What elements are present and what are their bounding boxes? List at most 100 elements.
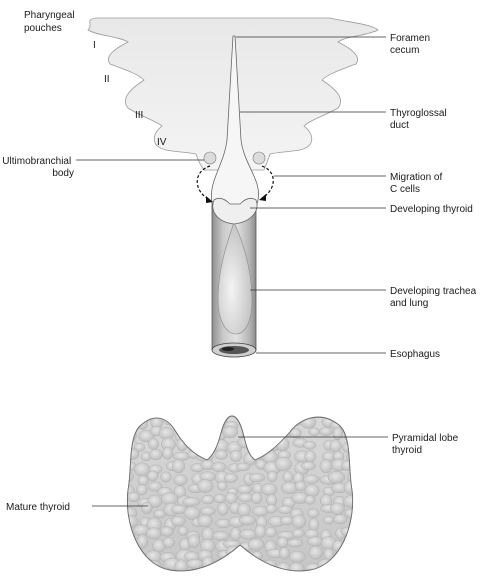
thyroid-lobule: [344, 429, 357, 443]
thyroid-lobule: [215, 450, 228, 459]
thyroid-lobule: [186, 559, 203, 568]
thyroid-lobule: [342, 461, 353, 471]
thyroid-lobule: [176, 415, 190, 426]
thyroid-lobule: [236, 463, 250, 471]
thyroid-lobule: [280, 571, 296, 579]
thyroid-lobule: [212, 463, 227, 472]
thyroid-lobule: [214, 494, 226, 503]
thyroid-lobule: [280, 516, 294, 525]
thyroid-lobule: [141, 502, 152, 514]
thyroid-lobule: [305, 450, 316, 462]
thyroid-lobule: [123, 558, 139, 570]
thyroid-lobule: [127, 492, 140, 502]
thyroid-lobule: [160, 527, 173, 537]
thyroid-lobule: [330, 440, 342, 452]
thyroid-lobule: [279, 416, 295, 428]
thyroid-lobule: [346, 562, 360, 573]
thyroid-lobule: [341, 417, 357, 426]
label-pharyngeal-pouches: Pharyngeal pouches: [24, 10, 77, 34]
thyroid-lobule: [342, 442, 357, 452]
thyroid-lobule: [163, 537, 175, 548]
thyroid-lobule: [172, 459, 185, 473]
label-pyramidal-lobe: Pyramidal lobe thyroid: [392, 433, 461, 456]
ultimobranchial-body-left: [204, 152, 216, 164]
thyroid-lobule: [330, 503, 345, 515]
thyroid-lobule: [303, 441, 316, 449]
thyroid-lobule: [145, 561, 161, 571]
thyroid-lobule: [162, 447, 172, 459]
thyroid-lobule: [253, 438, 269, 451]
thyroid-lobule: [148, 438, 158, 450]
thyroid-lobule: [228, 569, 244, 579]
label-thyroglossal-duct: Thyroglossal duct: [390, 108, 449, 131]
thyroid-lobule: [217, 482, 227, 491]
thyroid-lobule: [263, 573, 276, 583]
thyroid-lobule: [265, 432, 282, 441]
thyroid-lobule: [289, 551, 305, 562]
thyroid-lobule: [305, 496, 316, 505]
thyroid-lobule: [303, 571, 314, 581]
thyroid-lobule: [317, 559, 335, 570]
ultimobranchial-body-right: [253, 152, 265, 164]
thyroid-lobule: [253, 415, 264, 429]
thyroid-lobule: [182, 497, 200, 506]
thyroid-lobule: [201, 568, 215, 581]
thyroid-lobule: [331, 572, 348, 583]
thyroid-lobule: [230, 450, 242, 462]
thyroid-lobule: [146, 528, 161, 539]
thyroid-lobule: [307, 537, 322, 546]
thyroid-lobule: [277, 537, 288, 548]
thyroid-lobule: [303, 475, 319, 484]
thyroid-lobule: [252, 571, 268, 583]
thyroid-lobule: [200, 431, 215, 442]
thyroid-lobule: [240, 529, 257, 539]
thyroid-lobule: [333, 514, 347, 524]
thyroid-lobule: [252, 427, 263, 435]
thyroid-lobule: [188, 535, 200, 548]
thyroid-lobule: [200, 507, 215, 516]
thyroid-lobule: [289, 562, 304, 575]
thyroid-lobule: [226, 546, 241, 559]
thyroid-lobule: [178, 526, 188, 535]
thyroid-lobule: [283, 471, 293, 482]
thyroid-lobule: [292, 515, 306, 529]
thyroid-lobule: [307, 509, 319, 518]
thyroid-lobule: [120, 471, 134, 482]
mature-thyroid: [120, 413, 364, 583]
thyroid-lobule: [224, 559, 241, 569]
thyroid-lobule: [319, 427, 332, 436]
thyroid-lobule: [222, 426, 238, 438]
thyroid-lobule: [171, 516, 186, 526]
thyroid-lobule: [343, 548, 360, 560]
pouch-numeral-1: I: [93, 40, 96, 51]
thyroid-lobule: [251, 492, 262, 504]
thyroid-lobule: [334, 559, 350, 570]
thyroid-lobule: [217, 503, 228, 516]
thyroid-lobule: [174, 474, 188, 485]
thyroid-lobule: [218, 572, 232, 583]
thyroid-lobule: [225, 493, 237, 504]
thyroid-lobule: [201, 495, 214, 504]
thyroid-lobule: [198, 515, 213, 527]
thyroid-lobule: [239, 515, 256, 525]
thyroid-lobule: [343, 495, 360, 507]
thyroid-lobule: [321, 572, 336, 583]
thyroid-lobule: [309, 546, 323, 559]
thyroid-lobule: [128, 545, 138, 559]
thyroid-lobule: [309, 518, 319, 531]
migration-arrow-left: [197, 166, 210, 200]
thyroid-lobule: [202, 557, 213, 570]
thyroid-lobule: [124, 419, 135, 428]
thyroid-lobule: [151, 573, 165, 583]
thyroid-lobule: [248, 539, 264, 551]
thyroid-lobule: [267, 471, 277, 482]
thyroid-lobule: [301, 462, 316, 470]
thyroid-lobule: [279, 547, 289, 559]
thyroid-lobule: [275, 457, 292, 471]
label-esophagus: Esophagus: [390, 349, 440, 360]
thyroid-lobule: [242, 416, 253, 429]
thyroid-lobule: [231, 527, 241, 540]
thyroid-lobule: [265, 527, 277, 537]
thyroid-lobule: [320, 459, 332, 473]
thyroid-lobule: [266, 504, 277, 513]
